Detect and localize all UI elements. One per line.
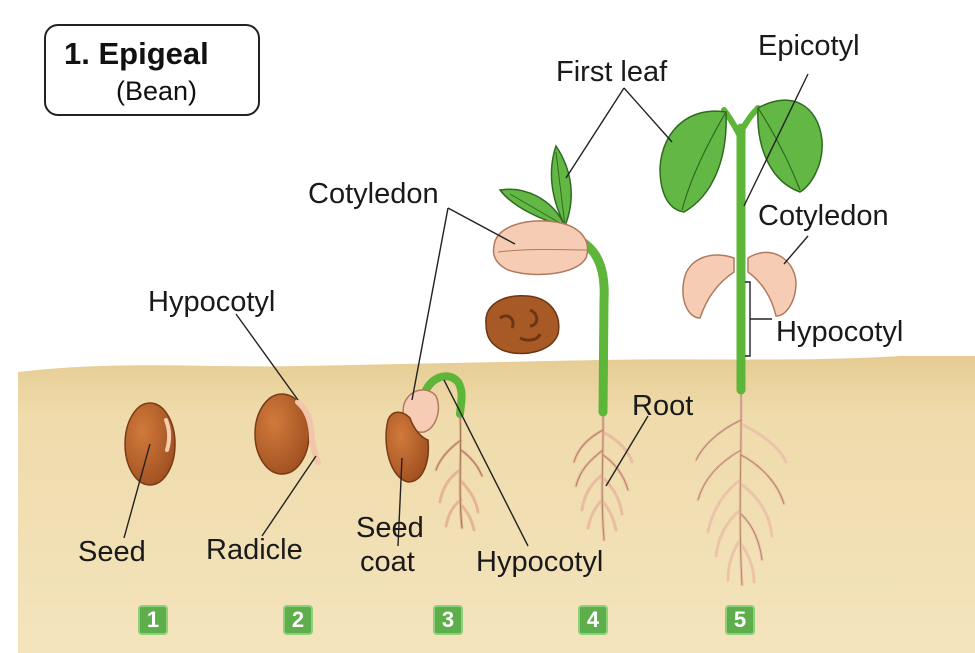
label-hypocotyl-stage-5: Hypocotyl bbox=[776, 318, 903, 347]
label-hypocotyl-stage-2: Hypocotyl bbox=[148, 288, 275, 317]
label-epicotyl: Epicotyl bbox=[758, 32, 860, 61]
step-badge-3: 3 bbox=[433, 605, 463, 635]
label-cotyledon-stage-3: Cotyledon bbox=[308, 180, 439, 209]
label-seed-coat-line-1: Seed bbox=[356, 514, 424, 543]
title-box: 1. Epigeal (Bean) bbox=[44, 24, 260, 116]
label-radicle: Radicle bbox=[206, 536, 303, 565]
step-badge-1: 1 bbox=[138, 605, 168, 635]
label-cotyledon-stage-5: Cotyledon bbox=[758, 202, 889, 231]
step-badge-4: 4 bbox=[578, 605, 608, 635]
title-text: 1. Epigeal bbox=[64, 36, 209, 72]
label-seed-coat-line-2: coat bbox=[360, 548, 415, 577]
label-first-leaf: First leaf bbox=[556, 58, 667, 87]
label-hypocotyl-stage-3: Hypocotyl bbox=[476, 548, 603, 577]
label-seed: Seed bbox=[78, 538, 146, 567]
step-badge-5: 5 bbox=[725, 605, 755, 635]
subtitle-text: (Bean) bbox=[116, 76, 197, 107]
step-badge-2: 2 bbox=[283, 605, 313, 635]
label-root: Root bbox=[632, 392, 693, 421]
